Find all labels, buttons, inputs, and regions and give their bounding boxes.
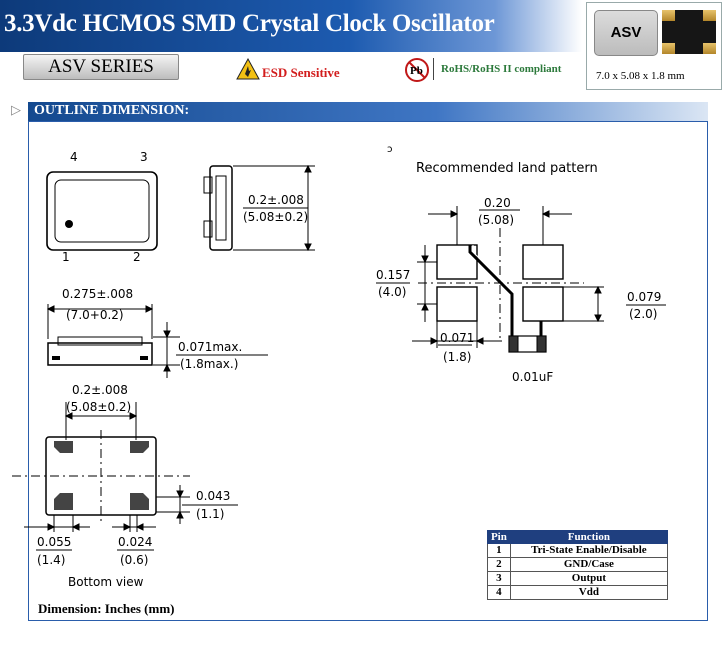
photo-caption: 7.0 x 5.08 x 1.8 mm bbox=[596, 70, 685, 82]
bottom-pads bbox=[54, 441, 149, 510]
pad bbox=[662, 43, 675, 54]
top-view-outline bbox=[46, 171, 158, 251]
land-span-mm: (5.08) bbox=[478, 213, 514, 227]
pin-function-table: Pin Function 1 Tri-State Enable/Disable … bbox=[487, 530, 669, 600]
pin-cell: 1 bbox=[487, 543, 511, 558]
column-header: Pin bbox=[487, 530, 511, 544]
land-pad-w-mm: (1.8) bbox=[443, 350, 471, 364]
land-pattern-title: Recommended land pattern bbox=[416, 161, 598, 176]
drawing-frame bbox=[28, 121, 708, 621]
land-span-in: 0.20 bbox=[484, 196, 511, 210]
land-pitch-mm: (4.0) bbox=[378, 285, 406, 299]
pad bbox=[703, 10, 716, 21]
function-cell: Tri-State Enable/Disable bbox=[509, 543, 669, 558]
function-cell: Vdd bbox=[509, 585, 669, 600]
land-pad-h-mm: (2.0) bbox=[629, 307, 657, 321]
section-title: OUTLINE DIMENSION: bbox=[34, 103, 190, 118]
pin1-dot bbox=[65, 220, 73, 228]
side-terminal bbox=[203, 176, 213, 194]
front-view-outline bbox=[47, 342, 153, 366]
capacitor-pad bbox=[536, 335, 547, 353]
side-view-inner bbox=[215, 175, 227, 241]
chip-bottom-image bbox=[662, 10, 716, 54]
section-arrow-icon: ▷ bbox=[11, 102, 21, 117]
land-pad bbox=[436, 286, 478, 322]
esd-label: ESD Sensitive bbox=[262, 65, 340, 80]
page-title: 3.3Vdc HCMOS SMD Crystal Clock Oscillato… bbox=[4, 10, 495, 37]
top-view-lid bbox=[54, 179, 150, 243]
land-pad bbox=[522, 286, 564, 322]
land-marker: ͻ bbox=[387, 144, 393, 155]
bottom-width-mm: (5.08±0.2) bbox=[66, 400, 131, 414]
bottom-pad-w-mm: (1.4) bbox=[37, 553, 65, 567]
section-bar bbox=[28, 102, 708, 121]
land-pad bbox=[522, 244, 564, 280]
bottom-gap-mm: (0.6) bbox=[120, 553, 148, 567]
side-dim-in: 0.2±.008 bbox=[248, 193, 304, 207]
pin-cell: 4 bbox=[487, 585, 511, 600]
chip-marking: ASV bbox=[610, 24, 642, 41]
table-row: 2 GND/Case bbox=[487, 557, 669, 572]
function-cell: Output bbox=[509, 571, 669, 586]
trace bbox=[468, 245, 514, 336]
pin-cell: 2 bbox=[487, 557, 511, 572]
front-height-in: 0.071max. bbox=[178, 340, 242, 354]
land-pitch-in: 0.157 bbox=[376, 268, 410, 282]
front-view-lid bbox=[57, 336, 143, 346]
pin-3-label: 3 bbox=[140, 150, 148, 164]
esd-warning-icon bbox=[236, 58, 260, 80]
bottom-pad-h-in: 0.043 bbox=[196, 489, 230, 503]
function-cell: GND/Case bbox=[509, 557, 669, 572]
table-row: 1 Tri-State Enable/Disable bbox=[487, 543, 669, 558]
series-badge: ASV SERIES bbox=[23, 54, 179, 80]
rohs-label: RoHS/RoHS II compliant bbox=[441, 63, 562, 75]
table-row: 4 Vdd bbox=[487, 585, 669, 600]
divider bbox=[433, 58, 434, 80]
chip-top-image: ASV bbox=[594, 10, 658, 56]
bottom-pad-w-in: 0.055 bbox=[37, 535, 71, 549]
pad bbox=[703, 43, 716, 54]
front-width-mm: (7.0+0.2) bbox=[66, 308, 124, 322]
dimension-note: Dimension: Inches (mm) bbox=[38, 601, 175, 616]
table-row: 3 Output bbox=[487, 571, 669, 586]
land-pad-h-in: 0.079 bbox=[627, 290, 661, 304]
side-terminal bbox=[203, 220, 213, 238]
land-pad-w-in: 0.071 bbox=[440, 331, 474, 345]
column-header: Function bbox=[509, 530, 669, 544]
bottom-width-in: 0.2±.008 bbox=[72, 383, 128, 397]
table-header-row: Pin Function bbox=[487, 530, 669, 544]
pin-4-label: 4 bbox=[70, 150, 78, 164]
side-view-outline bbox=[209, 165, 233, 251]
bottom-pad-h-mm: (1.1) bbox=[196, 507, 224, 521]
pb-symbol: Pb bbox=[410, 65, 423, 77]
pin-1-label: 1 bbox=[62, 250, 70, 264]
side-dim-mm: (5.08±0.2) bbox=[243, 210, 308, 224]
lead-free-icon: Pb bbox=[405, 58, 429, 82]
pin-cell: 3 bbox=[487, 571, 511, 586]
front-width-in: 0.275±.008 bbox=[62, 287, 133, 301]
front-height-mm: (1.8max.) bbox=[180, 357, 238, 371]
bottom-gap-in: 0.024 bbox=[118, 535, 152, 549]
title-banner bbox=[0, 0, 582, 52]
pad bbox=[662, 10, 675, 21]
bottom-view-caption: Bottom view bbox=[68, 575, 144, 589]
pin-2-label: 2 bbox=[133, 250, 141, 264]
capacitor-pad bbox=[508, 335, 519, 353]
capacitor-label: 0.01uF bbox=[512, 370, 553, 384]
